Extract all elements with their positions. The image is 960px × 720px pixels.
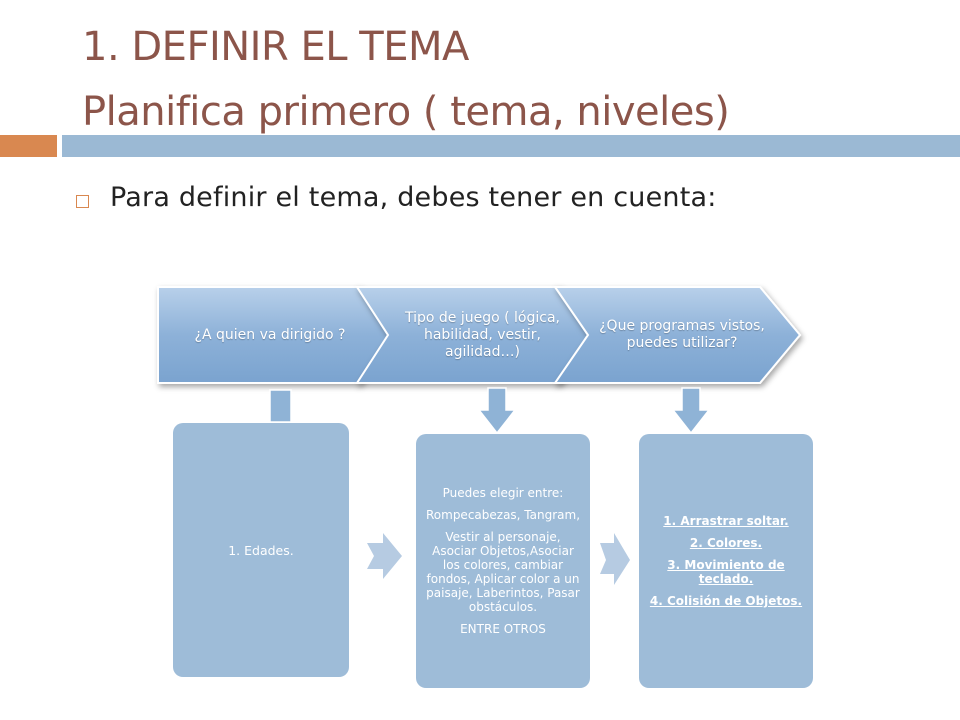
programas-item-2[interactable]: 2. Colores.	[689, 536, 763, 550]
box-juegos-intro: Puedes elegir entre:	[442, 486, 564, 500]
box-programas: 1. Arrastrar soltar. 2. Colores. 3. Movi…	[639, 434, 813, 688]
box-edades: 1. Edades.	[173, 423, 349, 677]
programas-item-1[interactable]: 1. Arrastrar soltar.	[663, 514, 789, 528]
slide-subtitle: Planifica primero ( tema, niveles)	[82, 89, 730, 135]
arrow-down-3-icon	[671, 387, 711, 435]
box-juegos-line1: Rompecabezas, Tangram,	[425, 508, 581, 522]
box-tipos-juego: Puedes elegir entre: Rompecabezas, Tangr…	[416, 434, 590, 688]
bullet-text: Para definir el tema, debes tener en cue…	[110, 182, 717, 213]
arrow-right-1-icon	[367, 533, 402, 579]
box-edades-text: 1. Edades.	[228, 542, 294, 558]
square-bullet-icon	[76, 195, 89, 208]
chevron-label-1: ¿A quien va dirigido ?	[194, 326, 346, 343]
arrow-right-2-icon	[600, 533, 630, 585]
connector-down-1	[269, 389, 292, 423]
chevron-step-3	[553, 286, 802, 384]
chevron-label-3: ¿Que programas vistos, puedes utilizar?	[599, 318, 765, 351]
slide-title: 1. DEFINIR EL TEMA	[82, 24, 469, 70]
chevron-label-2: Tipo de juego ( lógica, habilidad, vesti…	[404, 309, 560, 360]
accent-bar-blue	[62, 135, 960, 157]
programas-item-4[interactable]: 4. Colisión de Objetos.	[649, 594, 803, 608]
arrow-down-2-icon	[477, 387, 517, 435]
programas-item-3[interactable]: 3. Movimiento de teclado.	[667, 558, 785, 586]
accent-bar-orange	[0, 135, 57, 157]
box-juegos-line2: Vestir al personaje, Asociar Objetos,Aso…	[426, 530, 580, 614]
box-juegos-footer: ENTRE OTROS	[460, 622, 546, 636]
